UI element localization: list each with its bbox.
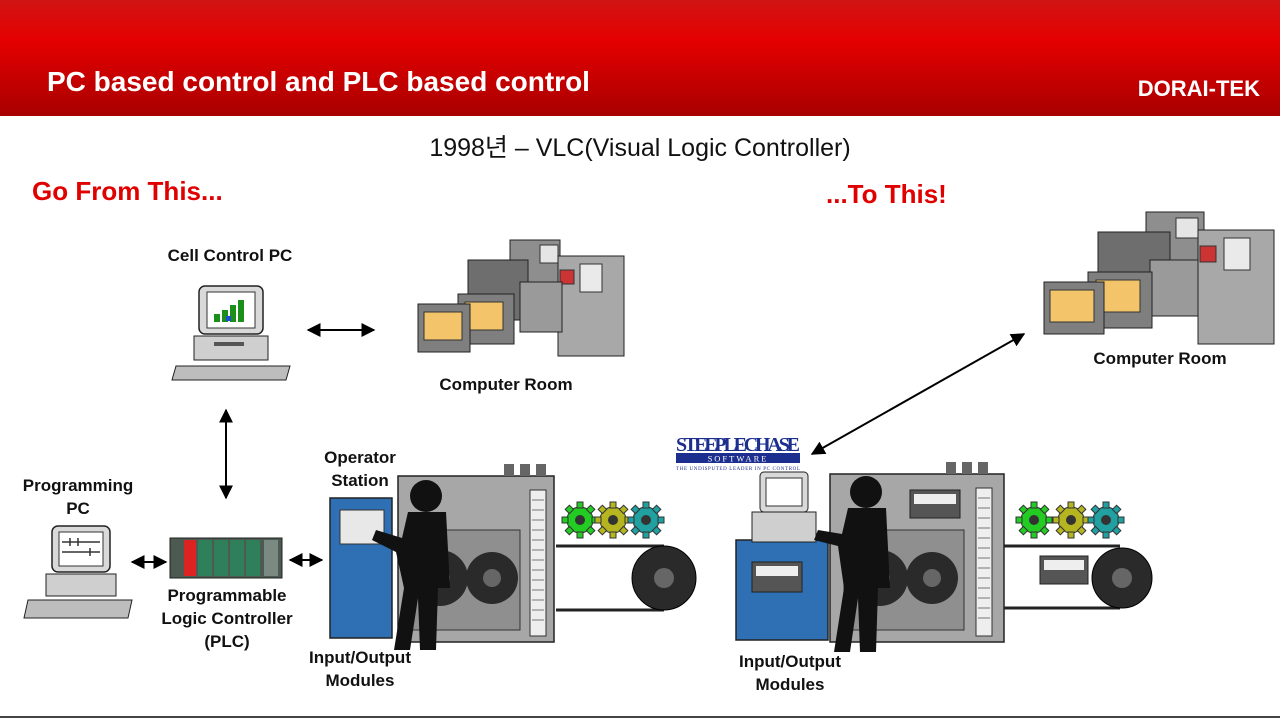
plc-icon [169,537,283,579]
olive-gear-right-icon [1052,501,1090,539]
cell-control-pc-icon [171,285,291,381]
operator-station-label: Operator Station [324,448,396,490]
conveyor-right-icon [1004,544,1153,610]
io-modules-right-label: Input/Output Modules [739,652,841,694]
svg-text:STEEPLECHASE: STEEPLECHASE [676,434,800,456]
conveyor-left-icon [556,544,697,612]
steeplechase-logo: STEEPLECHASE SOFTWARE THE UNDISPUTED LEA… [676,434,800,472]
brand-name: DORAI-TEK [1137,76,1260,101]
computer-room-left-icon [417,239,625,357]
green-gear-right-icon [1015,501,1053,539]
slide-subtitle: 1998년 – VLC(Visual Logic Controller) [429,134,851,162]
cell-control-pc-label: Cell Control PC [167,246,293,265]
right-heading: ...To This! [826,179,947,209]
arrow-vlc-computer-room [810,333,1026,455]
teal-gear-icon [627,501,665,539]
bottom-divider [0,716,1280,718]
programming-pc-label: Programming PC [22,476,134,518]
title-bar: PC based control and PLC based control D… [0,0,1280,116]
computer-room-right-label: Computer Room [1093,349,1227,368]
page-title: PC based control and PLC based control [47,66,590,97]
programming-pc-icon [23,525,133,619]
olive-gear-icon [594,501,632,539]
left-heading: Go From This... [32,176,223,206]
computer-room-right-icon [1043,211,1275,345]
plc-label: Programmable Logic Controller (PLC) [161,586,293,651]
computer-room-left-label: Computer Room [439,375,573,394]
svg-text:SOFTWARE: SOFTWARE [708,454,769,464]
svg-text:THE UNDISPUTED LEADER IN PC CO: THE UNDISPUTED LEADER IN PC CONTROL [676,467,800,472]
machine-left-icon [329,464,555,650]
green-gear-icon [561,501,599,539]
machine-right-icon [735,462,1005,652]
teal-gear-right-icon [1087,501,1125,539]
io-modules-left-label: Input/Output Modules [309,648,411,690]
